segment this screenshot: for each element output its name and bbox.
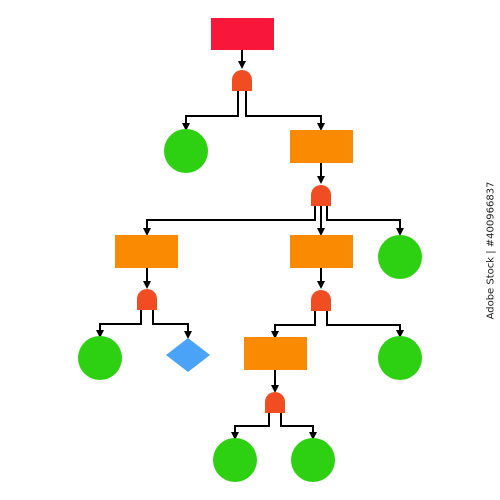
stock-id-watermark: Adobe Stock | #400966837 — [484, 0, 498, 500]
top-event-box — [211, 18, 274, 50]
basic-event-circle-6 — [291, 438, 335, 482]
and-gate-3 — [137, 289, 157, 310]
and-gate-5 — [265, 392, 285, 413]
connector-gate5-left — [231, 413, 270, 440]
intermediate-event-box-2 — [115, 235, 178, 268]
stock-id-text: Adobe Stock | #400966837 — [485, 181, 497, 319]
connector-gate2-right — [326, 206, 404, 236]
and-gate-2 — [311, 185, 331, 206]
basic-event-circle-4 — [378, 336, 422, 380]
connectors — [96, 50, 404, 440]
connector-gate2-left — [143, 206, 316, 236]
intermediate-event-box-1 — [290, 130, 353, 163]
intermediate-event-box-3 — [290, 235, 353, 268]
connector-gate4-right — [326, 311, 404, 338]
connector-gate3-right — [152, 310, 192, 339]
undeveloped-event-diamond — [166, 338, 210, 372]
and-gate-1 — [232, 70, 252, 91]
basic-event-circle-5 — [213, 438, 257, 482]
basic-event-circle-2 — [378, 235, 422, 279]
and-gate-4 — [311, 290, 331, 311]
connector-gate5-right — [280, 413, 317, 440]
basic-event-circle-1 — [164, 129, 208, 173]
connector-gate3-left — [96, 310, 142, 338]
intermediate-event-box-4 — [244, 337, 307, 370]
basic-event-circle-3 — [78, 336, 122, 380]
connector-gate1-right — [245, 91, 325, 131]
connector-gate4-left — [271, 311, 316, 339]
connector-gate1-left — [182, 91, 239, 131]
